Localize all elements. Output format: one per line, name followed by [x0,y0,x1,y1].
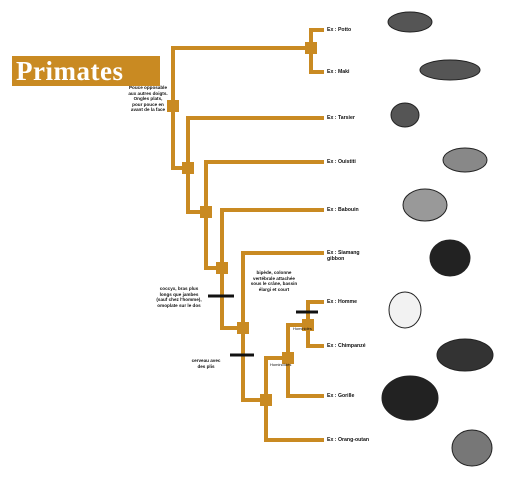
trait-note-coccyx: coccyx, bras plus longs que jambes (sauf… [154,286,204,308]
node-square [216,262,228,274]
leaf-label: Ex : Orang-outan [327,437,369,443]
potto-drawing [388,12,432,32]
chimpanze-drawing [437,339,493,371]
node-square [182,162,194,174]
trait-note-cerveau: cerveau avec des plis [190,358,222,369]
maki-drawing [420,60,480,80]
siamang-drawing [430,240,470,276]
ouistiti-drawing [443,148,487,172]
node-square [237,322,249,334]
node-square [305,42,317,54]
gorille-drawing [382,376,438,420]
leaf-label: Ex : Potto [327,27,351,33]
leaf-label: Ex : Ouistiti [327,159,356,165]
leaf-label: Ex : Babouin [327,207,359,213]
node-square [200,206,212,218]
trait-note-bipede: bipède, colonne vertébrale attachée sous… [250,270,298,292]
leaf-label: Ex : Chimpanzé [327,343,366,349]
leaf-label: Ex : Siamang gibbon [327,250,367,262]
page-title: Primates [12,56,160,86]
leaf-label: Ex : Gorille [327,393,354,399]
trait-note-thumb: Pouce opposable aux autres doigts. Ongle… [128,85,168,113]
node-square [167,100,179,112]
babouin-drawing [403,189,447,221]
svg-text:Hominoïdés: Hominoïdés [270,362,291,367]
orang-outan-drawing [452,430,492,466]
leaf-label: Ex : Maki [327,69,350,75]
leaf-label: Ex : Homme [327,299,357,305]
leaf-label: Ex : Tarsier [327,115,355,121]
tarsier-drawing [391,103,419,127]
svg-text:Hominidés: Hominidés [293,326,312,331]
homme-drawing [389,292,421,328]
node-square [260,394,272,406]
